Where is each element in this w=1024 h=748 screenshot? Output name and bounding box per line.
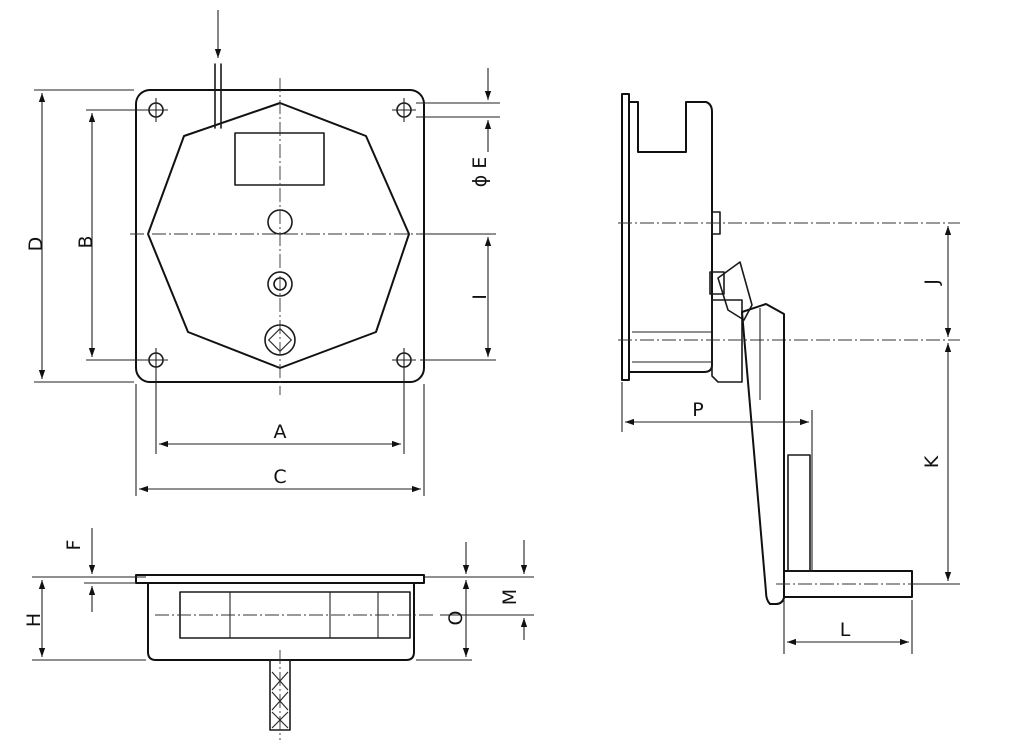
pawl-lever: [717, 261, 753, 321]
crank-arm: [741, 303, 785, 605]
dim-label-I: I: [469, 294, 491, 300]
mounting-holes: [144, 98, 416, 372]
bottom-view: [135, 574, 436, 740]
dim-label-B: B: [75, 235, 97, 248]
dim-label-O: O: [445, 611, 467, 626]
dim-label-K: K: [921, 455, 943, 468]
dim-label-C: C: [273, 466, 286, 488]
octagon-housing: [147, 102, 410, 369]
side-mounting-plate: [621, 93, 630, 381]
dim-label-L: L: [840, 619, 851, 641]
crank-hub: [711, 299, 743, 383]
front-view: [130, 10, 436, 395]
side-view: [618, 93, 960, 605]
dim-label-F: F: [63, 540, 85, 551]
dim-label-P: P: [692, 399, 703, 421]
dim-label-E: ϕ E: [469, 157, 491, 188]
side-dimensions: J K P L: [621, 226, 960, 654]
dim-label-J: J: [921, 279, 943, 286]
side-housing: [629, 101, 713, 373]
dim-label-M: M: [499, 589, 521, 605]
front-dimensions: D B A C ϕ E I: [25, 68, 500, 496]
dim-label-A: A: [274, 421, 287, 443]
housing-body: [147, 583, 415, 661]
name-plate: [234, 132, 325, 186]
dim-label-H: H: [23, 613, 45, 627]
dim-label-D: D: [25, 237, 47, 252]
handle-sleeve: [787, 454, 811, 572]
flange: [135, 574, 425, 584]
bottom-dimensions: H F O M: [23, 528, 534, 661]
